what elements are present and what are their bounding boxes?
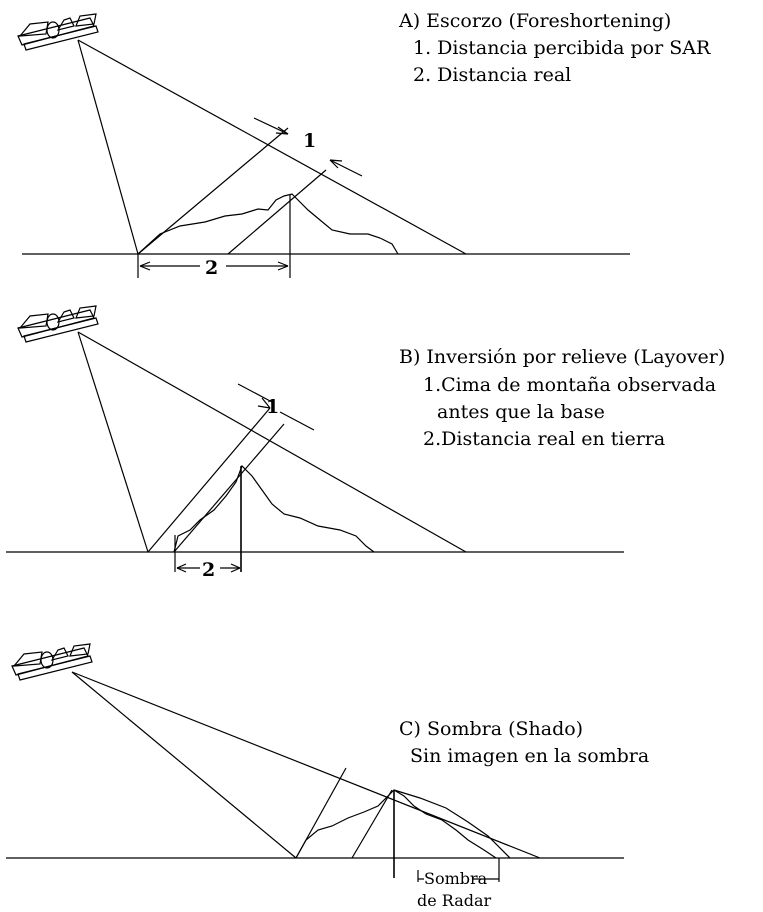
distance-1-tick-bot-b (279, 411, 315, 431)
wavefront-top-a (227, 169, 327, 255)
panel-b-title: B) Inversión por relieve (Layover) (399, 346, 725, 368)
arrowhead-left-a (139, 261, 151, 271)
panel-c-subtitle: Sin imagen en la sombra (410, 745, 649, 767)
distance-1-tick-top-b (237, 383, 273, 403)
panel-a: 2 1 A) Escorzo (Foreshortening) 1. Dista… (17, 10, 711, 279)
distance-1-tick-bot-a (329, 159, 363, 177)
shadow-ray-c (393, 789, 511, 859)
shadow-label-line-2: de Radar (417, 891, 492, 910)
panel-a-item-2: 2. Distancia real (413, 64, 571, 86)
panel-c-title: C) Sombra (Shado) (399, 718, 583, 740)
marker-2-b: 2 (202, 559, 215, 581)
panel-c: Sombra de Radar C) Sombra (Shado) Sin im… (6, 643, 649, 910)
marker-1-a: 1 (303, 130, 316, 152)
arrowhead-left-b (176, 563, 187, 573)
mountain-profile-a (137, 193, 399, 255)
panel-b-item-1-line-2: antes que la base (437, 401, 605, 423)
arrowhead-b (257, 397, 271, 409)
panel-b: 2 1 B) Inversión por relieve (Layover) 1… (6, 305, 725, 581)
nadir-line-b (77, 331, 149, 553)
arrowhead-right-b (230, 563, 241, 573)
far-range-line-c (71, 671, 541, 859)
marker-1-b: 1 (266, 396, 279, 418)
panel-b-item-2: 2.Distancia real en tierra (423, 428, 665, 450)
shadow-label-line-1: Sombra (424, 869, 488, 888)
arrowhead-bot-a (329, 159, 343, 169)
wavefront-top-c (351, 789, 393, 859)
far-range-line-a (77, 39, 467, 255)
panel-a-item-1: 1. Distancia percibida por SAR (413, 37, 711, 59)
marker-2-a: 2 (205, 257, 218, 279)
panel-a-title: A) Escorzo (Foreshortening) (398, 10, 671, 32)
wavefront-base-a (137, 127, 289, 255)
distance-1-tick-top-a (253, 117, 289, 135)
wavefront-base-b (147, 407, 271, 553)
arrowhead-right-a (277, 261, 289, 271)
far-range-line-b (77, 331, 467, 553)
arrowhead-top-a (275, 126, 289, 135)
panel-b-item-1-line-1: 1.Cima de montaña observada (423, 374, 716, 396)
nadir-line-a (77, 39, 139, 255)
nadir-line-c (71, 671, 297, 859)
wavefront-top-b (173, 423, 285, 553)
mountain-profile-b (173, 464, 375, 553)
